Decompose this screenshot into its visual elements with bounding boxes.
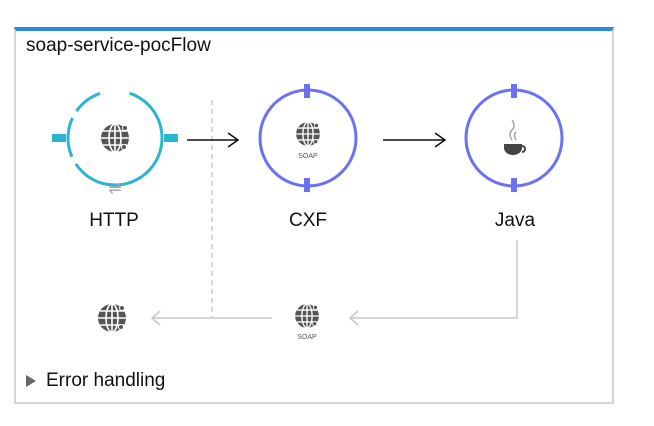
soap-icon-text: SOAP xyxy=(298,153,318,160)
http-label: HTTP xyxy=(89,210,139,231)
error-handling-label: Error handling xyxy=(46,370,166,391)
http-node[interactable]: ⇌ xyxy=(52,89,178,198)
error-handling-toggle[interactable]: Error handling xyxy=(26,370,165,392)
flow-arrow xyxy=(187,132,240,148)
flow-arrow xyxy=(383,132,447,148)
cxf-label: CXF xyxy=(289,210,327,231)
response-path xyxy=(150,240,518,326)
globe-icon xyxy=(100,123,130,153)
expand-triangle-icon xyxy=(26,375,36,387)
response-soap-globe-icon xyxy=(294,303,320,329)
response-soap-icon-text: SOAP xyxy=(297,334,317,341)
java-cup-icon xyxy=(504,119,526,155)
cxf-node[interactable]: SOAP xyxy=(258,84,358,192)
exchange-icon: ⇌ xyxy=(108,181,121,198)
response-globe-icon xyxy=(97,303,127,333)
soap-globe-icon xyxy=(295,121,321,147)
java-node[interactable] xyxy=(464,84,564,192)
flow-title: soap-service-pocFlow xyxy=(26,35,211,56)
flow-container xyxy=(14,27,614,404)
java-label: Java xyxy=(494,210,536,231)
